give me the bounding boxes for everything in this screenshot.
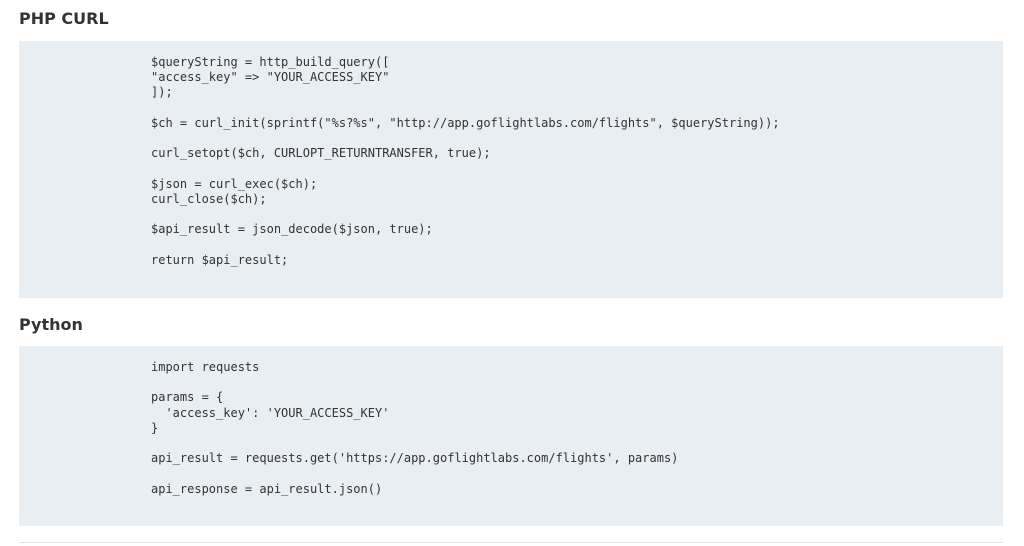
python-heading: Python — [19, 315, 83, 334]
php-curl-code-block[interactable]: $queryString = http_build_query([ "acces… — [19, 41, 1003, 298]
section-divider — [19, 542, 1003, 543]
python-code-block[interactable]: import requests params = { 'access_key':… — [19, 346, 1003, 526]
php-curl-heading: PHP CURL — [19, 9, 109, 28]
php-curl-code[interactable]: $queryString = http_build_query([ "acces… — [151, 55, 780, 267]
python-code[interactable]: import requests params = { 'access_key':… — [151, 360, 679, 496]
